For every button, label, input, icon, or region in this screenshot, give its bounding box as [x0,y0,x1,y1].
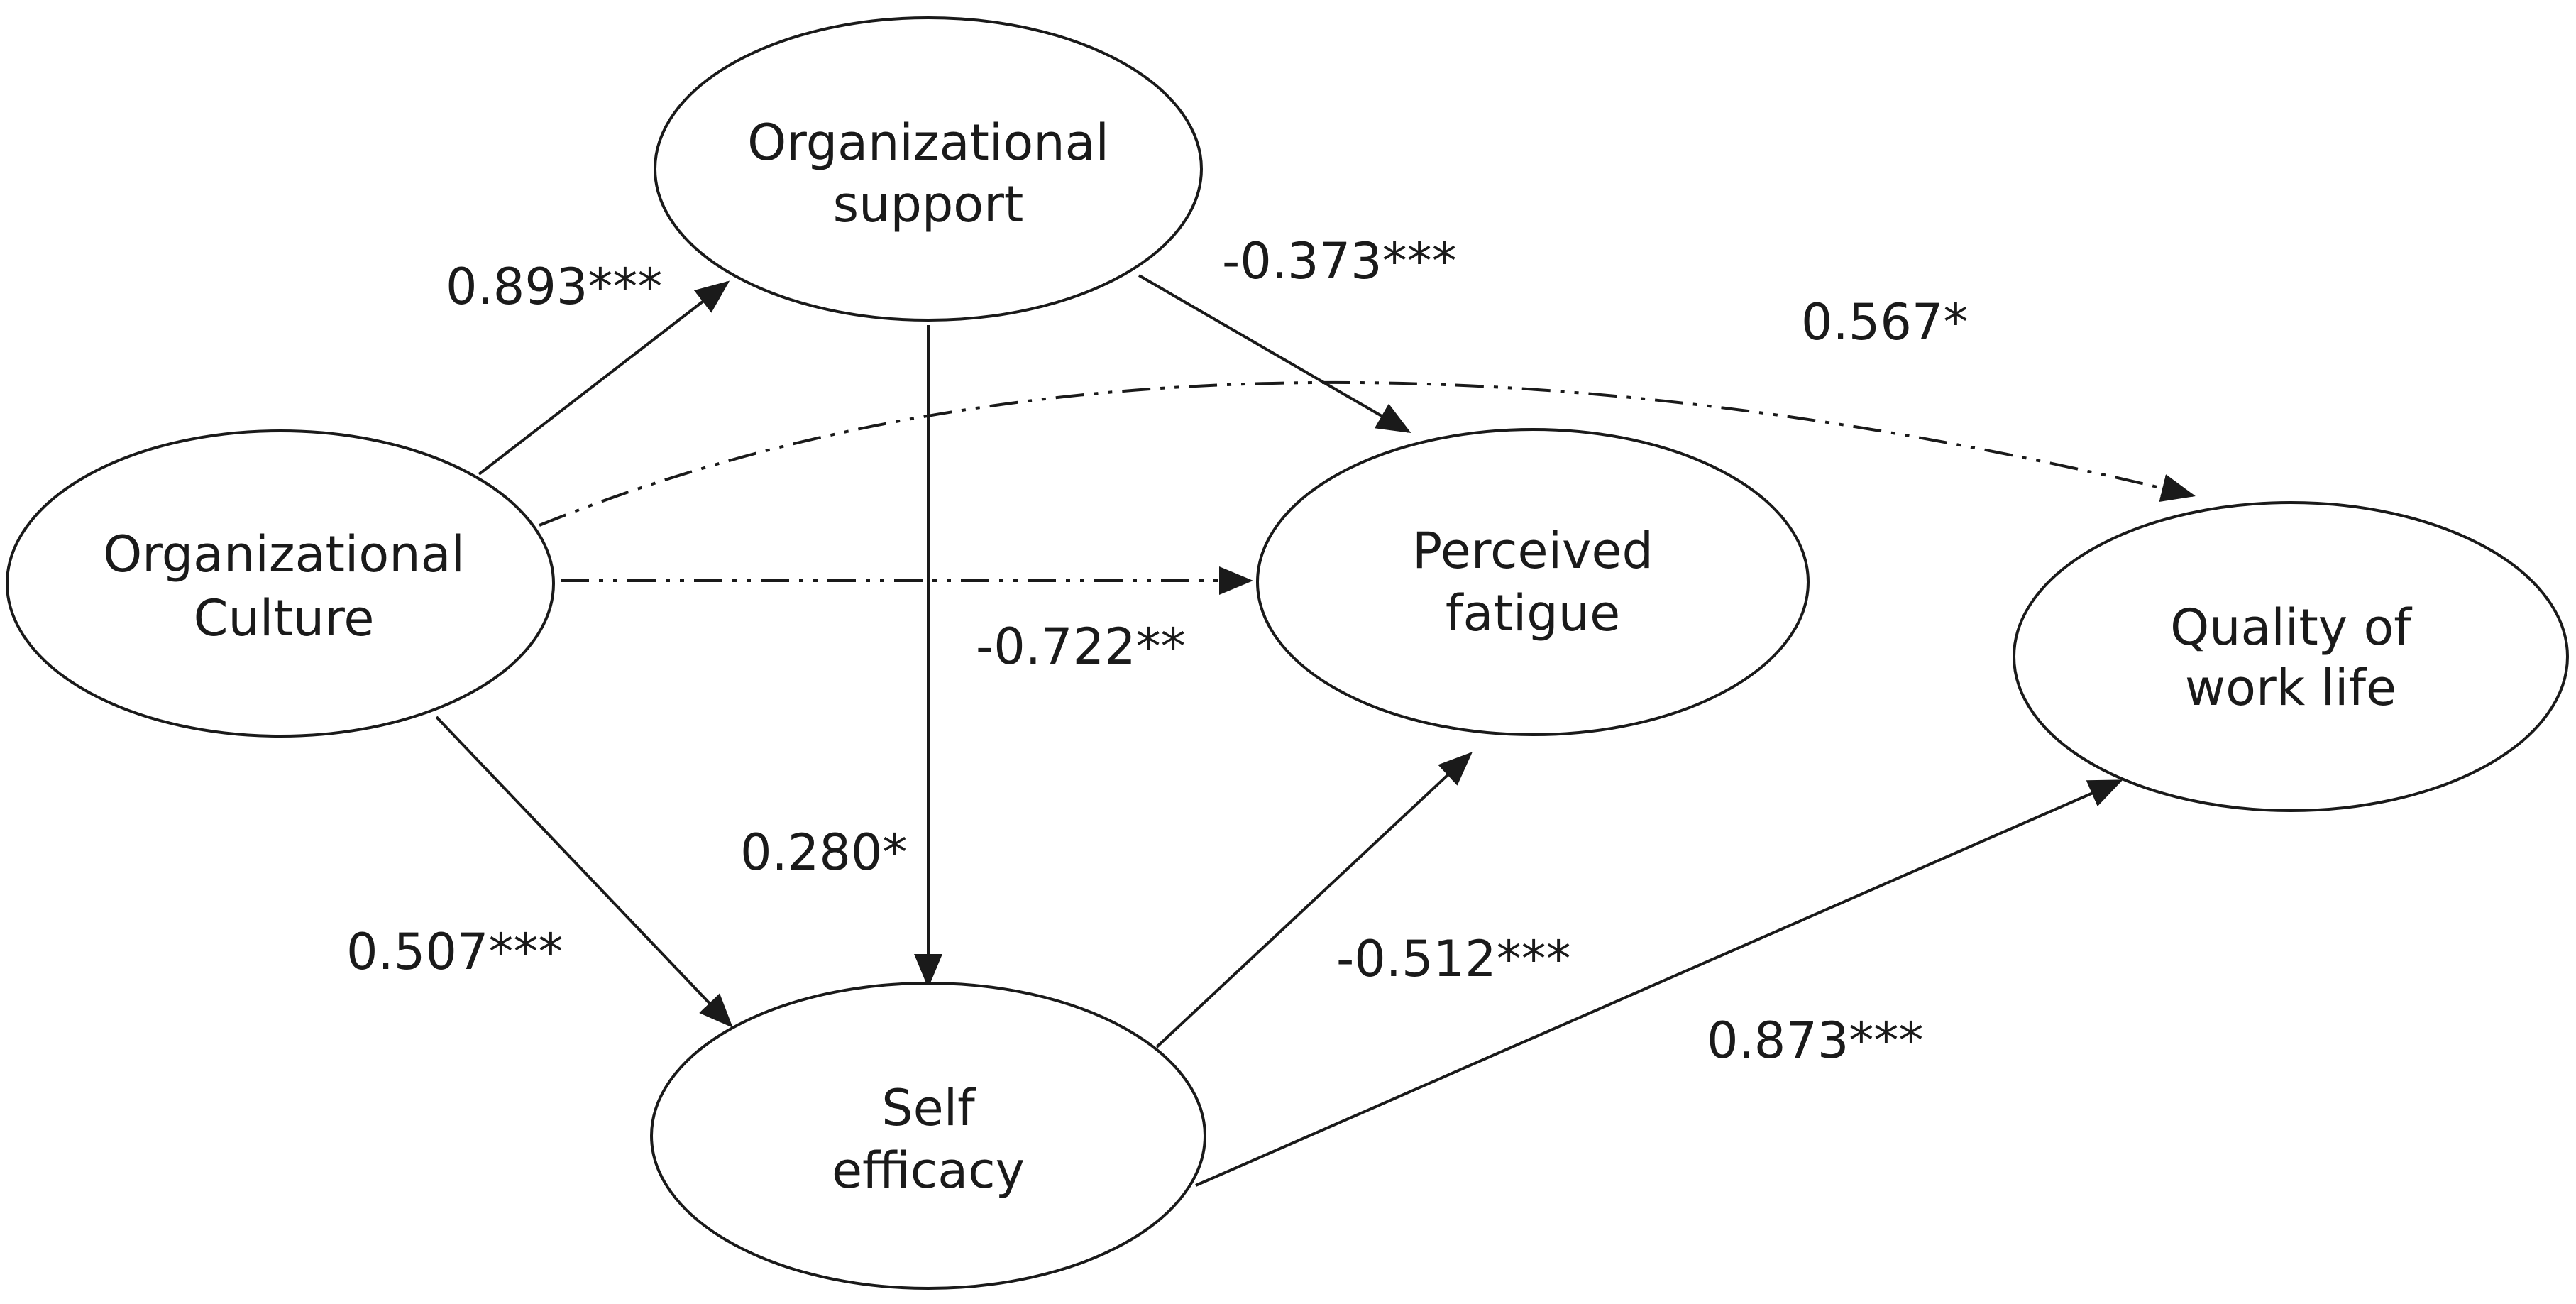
node-shape [654,16,1203,322]
node-self-efficacy: Self efficacy [650,982,1206,1290]
edge-efficacy-to-quality [1195,779,2123,1187]
coef-efficacy-to-fatigue: -0.512*** [1336,930,1571,988]
coef-support-to-efficacy: 0.280* [740,823,907,882]
node-shape [6,429,555,738]
edge-culture-to-support [478,280,730,476]
node-label-line1: Quality of [2170,598,2412,657]
coef-support-to-fatigue: -0.373*** [1222,232,1457,290]
node-shape [2013,501,2569,812]
coef-culture-to-fatigue: -0.722** [976,618,1186,676]
node-label-line2: Culture [194,589,375,647]
node-label-line2: support [833,175,1024,234]
node-organizational-support: Organizational support [654,16,1203,322]
coef-culture-to-efficacy: 0.507*** [346,923,563,981]
node-label-line1: Organizational [103,525,465,583]
node-shape [650,982,1206,1290]
node-label-line2: efficacy [832,1141,1025,1200]
edge-culture-to-quality [539,380,2196,527]
edge-culture-to-efficacy [435,716,733,1028]
edge-support-to-fatigue [1138,274,1411,434]
node-label-line2: work life [2185,659,2396,717]
edge-efficacy-to-fatigue [1155,752,1473,1048]
path-coefficients: 0.893*** -0.373*** 0.567* -0.722** 0.280… [346,232,1968,1070]
coef-culture-to-support: 0.893*** [446,258,662,316]
coef-culture-to-quality: 0.567* [1801,293,1968,351]
node-shape [1256,428,1810,736]
node-label-line1: Organizational [747,114,1109,172]
node-label-line1: Perceived [1412,522,1653,580]
node-label-line2: fatigue [1446,584,1620,642]
node-organizational-culture: Organizational Culture [6,429,555,738]
edges [435,274,2196,1187]
node-perceived-fatigue: Perceived fatigue [1256,428,1810,736]
node-label-line1: Self [881,1079,976,1137]
node-quality-of-work-life: Quality of work life [2013,501,2569,812]
coef-efficacy-to-quality: 0.873*** [1707,1012,1923,1070]
